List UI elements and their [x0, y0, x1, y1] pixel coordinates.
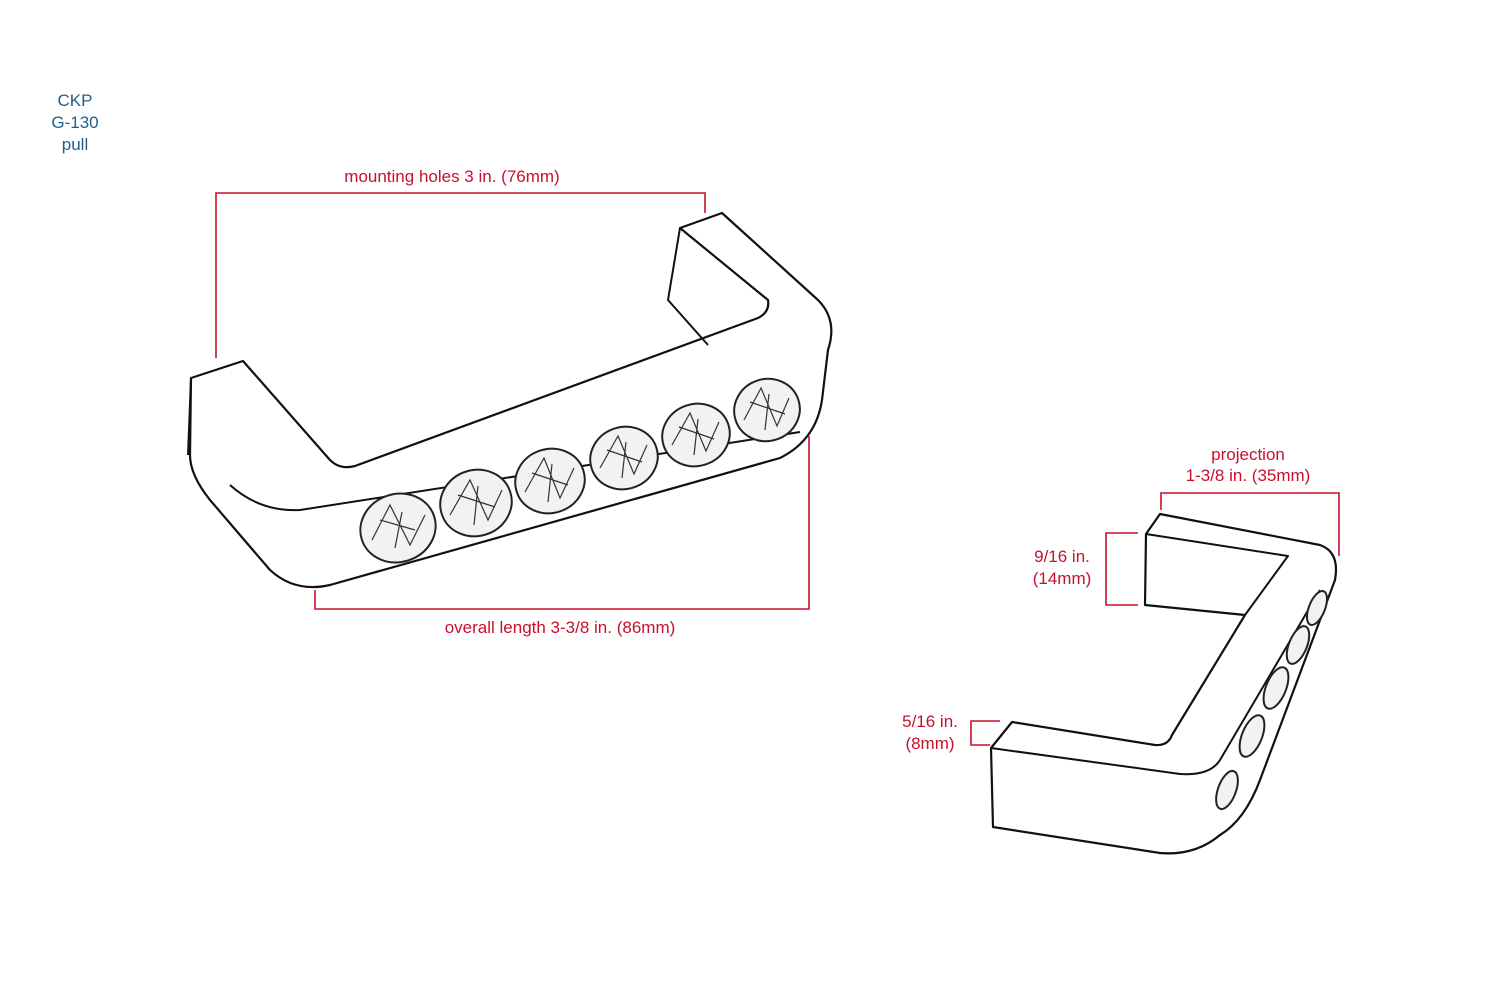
side-gem-5	[1305, 590, 1329, 626]
gem-3	[514, 447, 586, 515]
thickness-inch-label: 5/16 in.	[902, 712, 958, 731]
mounting-holes-bracket	[215, 192, 706, 358]
side-gem-2	[1238, 714, 1266, 758]
side-gem-3	[1262, 666, 1290, 710]
side-gem-1	[1215, 769, 1239, 811]
overall-length-label: overall length 3-3/8 in. (86mm)	[445, 618, 676, 637]
front-view: mounting holes 3 in. (76mm) overall leng…	[187, 167, 833, 637]
model-brand: CKP	[57, 91, 93, 110]
mounting-holes-label: mounting holes 3 in. (76mm)	[344, 167, 559, 186]
side-view: projection 1-3/8 in. (35mm) 9/16 in. (14…	[902, 445, 1340, 855]
model-type: pull	[61, 135, 89, 154]
gem-4	[589, 425, 659, 491]
projection-bracket	[1160, 492, 1340, 556]
gem-6	[733, 377, 801, 443]
side-lower-edge	[990, 589, 1321, 776]
projection-title: projection	[1211, 445, 1285, 464]
front-gem-row	[359, 377, 801, 564]
side-gem-4	[1285, 625, 1311, 665]
projection-value: 1-3/8 in. (35mm)	[1186, 466, 1311, 485]
side-gem-row	[1215, 590, 1329, 811]
height-bracket	[1105, 532, 1138, 606]
thickness-mm-label: (8mm)	[905, 734, 954, 753]
height-inch-label: 9/16 in.	[1034, 547, 1090, 566]
front-lower-edge	[229, 431, 801, 512]
model-label: CKP G-130 pull	[40, 90, 110, 156]
front-right-post	[667, 227, 709, 346]
side-pull-body	[989, 512, 1338, 855]
front-pull-body	[188, 211, 833, 589]
thickness-bracket	[970, 720, 1000, 746]
overall-length-bracket	[314, 436, 810, 610]
gem-1	[359, 492, 437, 564]
height-mm-label: (14mm)	[1033, 569, 1092, 588]
gem-5	[661, 402, 731, 468]
front-left-face	[187, 377, 192, 456]
gem-2	[439, 468, 513, 538]
side-inner-edge	[1145, 533, 1289, 616]
model-number: G-130	[51, 113, 99, 132]
